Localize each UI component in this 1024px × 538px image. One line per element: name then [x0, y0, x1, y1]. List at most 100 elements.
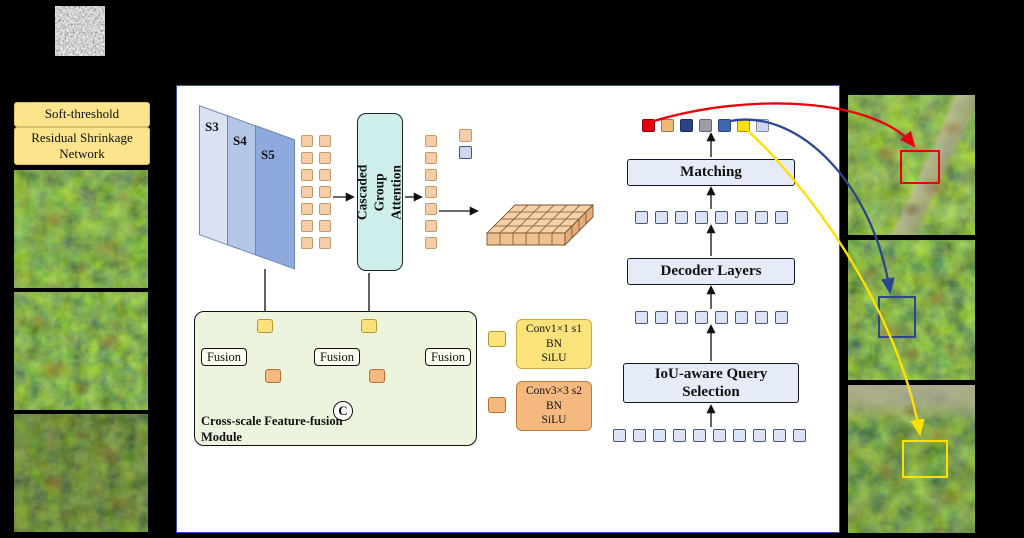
- token-square: [301, 135, 313, 147]
- output-image-2: [848, 240, 975, 380]
- legend-conv3x3-line3: SiLU: [541, 414, 567, 427]
- noise-texture: [55, 6, 105, 56]
- token-square: [425, 152, 437, 164]
- legend-conv1x1-line3: SiLU: [541, 352, 567, 365]
- token-square: [673, 429, 686, 442]
- token-pair-top: [459, 129, 472, 142]
- query-selection-box: IoU-aware Query Selection: [623, 363, 799, 403]
- noise-image: [55, 6, 105, 56]
- matching-label: Matching: [680, 164, 742, 180]
- query-square: [718, 119, 731, 132]
- token-square: [655, 211, 668, 224]
- query-selection-label: IoU-aware Query Selection: [654, 366, 768, 400]
- token-square: [693, 429, 706, 442]
- token-square: [319, 169, 331, 181]
- query-square: [680, 119, 693, 132]
- shrinkage-network-box: Residual Shrinkage Network: [14, 127, 150, 165]
- selection-token-row: [613, 429, 806, 442]
- token-square: [301, 186, 313, 198]
- feature-cube: [485, 203, 595, 247]
- legend-conv3x3-line2: BN: [546, 399, 562, 412]
- token-square: [695, 211, 708, 224]
- input-image-1: [14, 170, 148, 288]
- token-pair-bottom: [459, 146, 472, 159]
- decoder-layers-label: Decoder Layers: [660, 263, 762, 279]
- token-square: [301, 237, 313, 249]
- object-queries-row: [642, 119, 769, 132]
- decoder-token-row: [635, 311, 788, 324]
- token-square: [319, 135, 331, 147]
- token-square: [675, 211, 688, 224]
- token-square: [755, 211, 768, 224]
- token-square: [319, 203, 331, 215]
- detector-architecture-box: S3 S4 S5 Cascaded Group Attention: [176, 85, 840, 533]
- input-image-3: [14, 414, 148, 532]
- diseased-patches: [14, 414, 148, 532]
- shrinkage-network-label: Residual Shrinkage Network: [31, 129, 133, 161]
- token-square: [425, 135, 437, 147]
- output-image-1: [848, 95, 975, 235]
- cga-label: Cascaded Group Attention: [354, 164, 404, 220]
- soft-threshold-label: Soft-threshold: [44, 106, 120, 122]
- token-square: [775, 311, 788, 324]
- token-square: [733, 429, 746, 442]
- token-square: [653, 429, 666, 442]
- fusion-label: Fusion: [319, 349, 355, 364]
- legend-key-conv3x3: [488, 397, 506, 413]
- token-square: [793, 429, 806, 442]
- token-square: [319, 237, 331, 249]
- conv3x3-block-2: [369, 369, 385, 383]
- token-column-1: [301, 135, 313, 249]
- token-square: [773, 429, 786, 442]
- fusion-module-title: Cross-scale Feature-fusion Module: [201, 414, 343, 444]
- query-square: [737, 119, 750, 132]
- token-column-3: [425, 135, 437, 249]
- fusion-module-box: [194, 311, 477, 446]
- token-square: [301, 152, 313, 164]
- bbox-blue: [878, 296, 916, 338]
- token-square: [655, 311, 668, 324]
- matching-token-row: [635, 211, 788, 224]
- legend-conv1x1-line1: Conv1×1 s1: [525, 322, 582, 335]
- s5-label: S5: [261, 147, 275, 162]
- token-square: [425, 169, 437, 181]
- token-square: [715, 211, 728, 224]
- diseased-patches: [14, 292, 148, 410]
- token-square: [425, 186, 437, 198]
- token-square: [635, 211, 648, 224]
- cascaded-group-attention-box: Cascaded Group Attention: [354, 113, 404, 271]
- conv1x1-block-2: [361, 319, 377, 333]
- legend-conv1x1-line2: BN: [546, 337, 562, 350]
- fusion-block-2: Fusion: [314, 348, 360, 366]
- token-square: [301, 220, 313, 232]
- token-square: [319, 186, 331, 198]
- s3-label: S3: [205, 119, 219, 134]
- token-square: [775, 211, 788, 224]
- output-image-3: [848, 385, 975, 533]
- token-square: [695, 311, 708, 324]
- token-square: [735, 311, 748, 324]
- legend-conv1x1-box: Conv1×1 s1 BN SiLU: [516, 319, 592, 369]
- token-square: [425, 237, 437, 249]
- token-square: [301, 203, 313, 215]
- fusion-label: Fusion: [206, 349, 242, 364]
- token-square: [301, 169, 313, 181]
- conv3x3-block-1: [265, 369, 281, 383]
- query-square: [661, 119, 674, 132]
- soft-threshold-box: Soft-threshold: [14, 102, 150, 127]
- token-square: [755, 311, 768, 324]
- decoder-layers-box: Decoder Layers: [627, 258, 795, 285]
- token-square: [425, 220, 437, 232]
- query-square: [699, 119, 712, 132]
- fusion-block-3: Fusion: [425, 348, 471, 366]
- token-column-2: [319, 135, 331, 249]
- token-square: [425, 203, 437, 215]
- token-square: [635, 311, 648, 324]
- token-square: [753, 429, 766, 442]
- legend-conv3x3-line1: Conv3×3 s2: [525, 384, 582, 397]
- query-square: [642, 119, 655, 132]
- legend-conv3x3-box: Conv3×3 s2 BN SiLU: [516, 381, 592, 431]
- conv1x1-block-1: [257, 319, 273, 333]
- token-square: [713, 429, 726, 442]
